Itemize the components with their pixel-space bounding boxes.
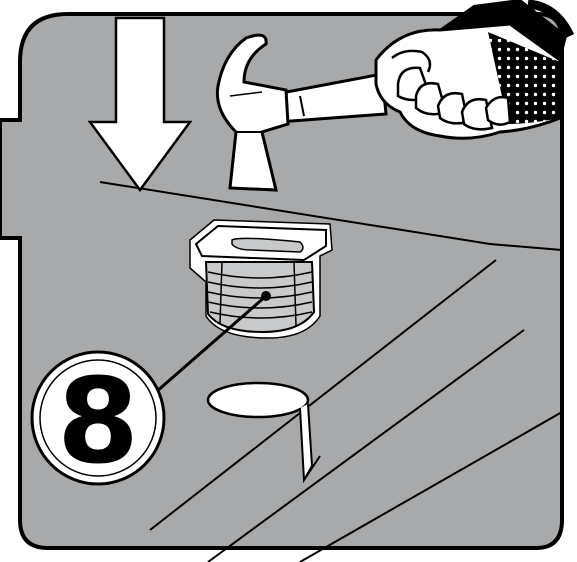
cam-fitting-dowel-icon (190, 220, 332, 338)
part-number-label: 8 (57, 352, 139, 490)
